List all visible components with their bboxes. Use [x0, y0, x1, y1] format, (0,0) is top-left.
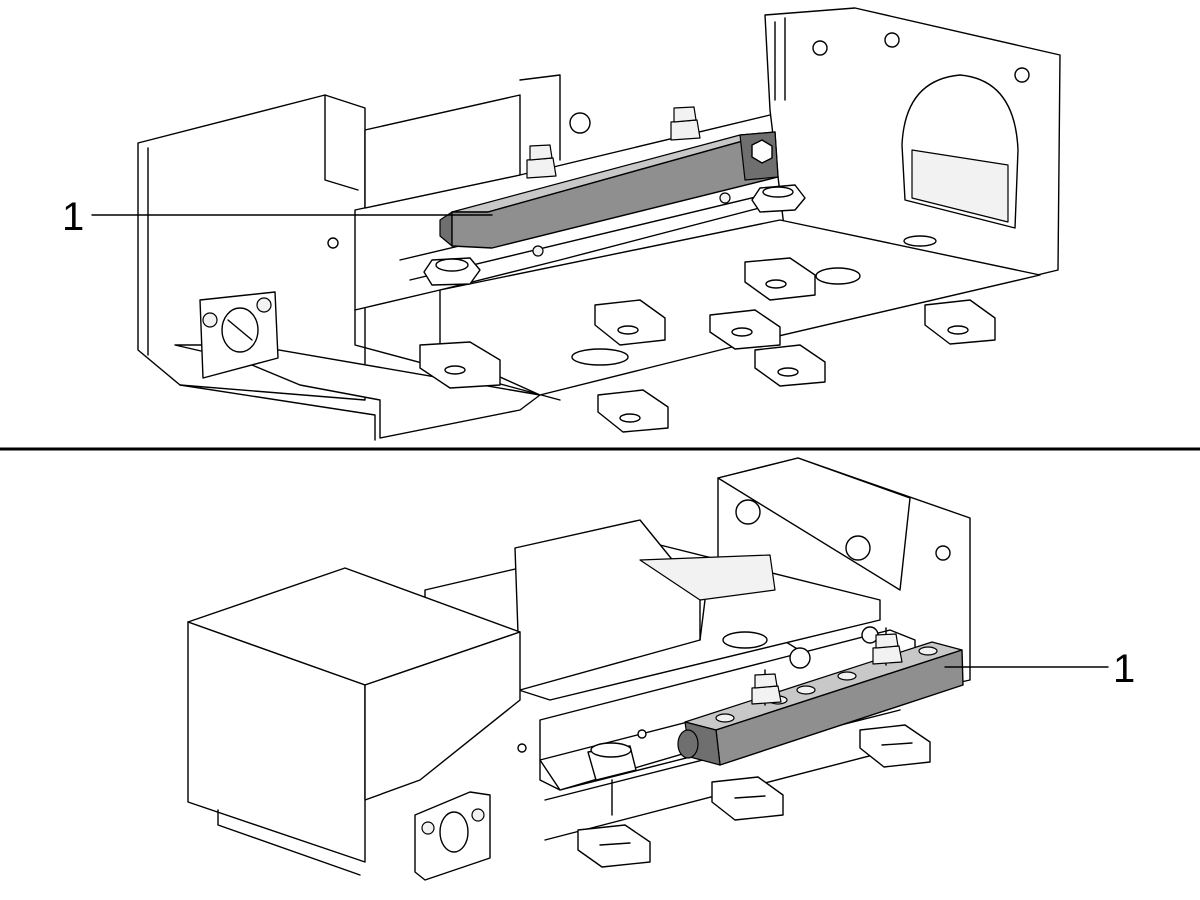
top-callout: 1	[62, 195, 493, 239]
top-view: 1	[62, 7, 1061, 441]
bottom-callout: 1	[944, 647, 1135, 691]
top-right-block	[764, 7, 1061, 291]
bottom-large-nut	[587, 742, 637, 816]
bottom-front-housing	[187, 567, 521, 876]
bottom-gray-bar	[677, 627, 964, 766]
top-left-housing	[137, 94, 541, 441]
bottom-center-body	[424, 519, 881, 701]
top-callout-label: 1	[62, 195, 84, 239]
top-nuts	[423, 184, 806, 286]
top-tslot-feet	[419, 257, 996, 433]
bottom-callout-label: 1	[1113, 647, 1135, 691]
bottom-view: 1	[187, 457, 1135, 881]
top-mount-bracket	[199, 237, 339, 379]
top-gray-bar	[439, 106, 779, 257]
bottom-tslot-feet	[577, 724, 931, 868]
bottom-mount-bracket	[414, 743, 527, 881]
